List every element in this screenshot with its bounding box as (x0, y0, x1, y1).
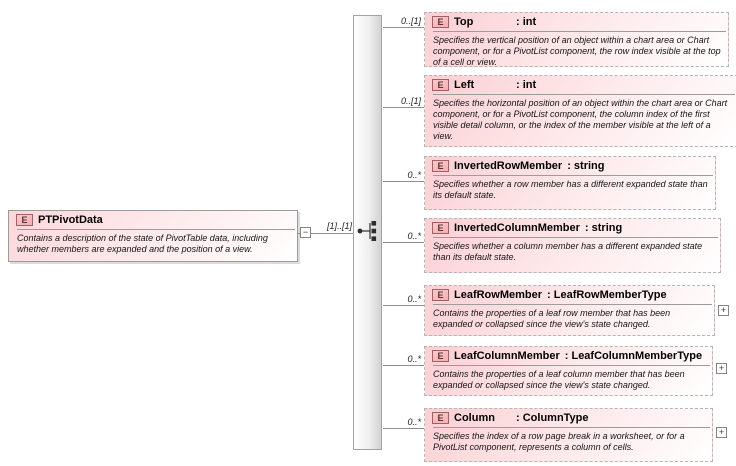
collapse-toggle-icon[interactable]: − (300, 227, 311, 238)
element-description: Contains the properties of a leaf row me… (433, 304, 712, 330)
element-type: : string (567, 160, 605, 172)
root-cardinality-label: [1]..[1] (326, 221, 352, 231)
element-box-leafcolumnmember[interactable]: E LeafColumnMember : LeafColumnMemberTyp… (424, 346, 713, 396)
element-name: LeafRowMember (454, 289, 543, 301)
connector-line (383, 27, 424, 28)
cardinality-label: 0..[1] (400, 16, 421, 26)
cardinality-label: 0..[1] (400, 96, 421, 106)
element-box-column[interactable]: E Column : ColumnType Specifies the inde… (424, 408, 713, 462)
cardinality-label: 0..* (407, 354, 421, 364)
expand-glyph: + (718, 363, 725, 373)
element-type-icon: E (432, 412, 449, 424)
connector-line (383, 365, 424, 366)
element-description: Contains a description of the state of P… (17, 229, 295, 255)
element-type-icon: E (16, 214, 33, 226)
cardinality-label: 0..* (407, 231, 421, 241)
collapse-glyph: − (302, 227, 309, 237)
element-name: InvertedRowMember (454, 160, 563, 172)
element-box-leafrowmember[interactable]: E LeafRowMember : LeafRowMemberType Cont… (424, 285, 715, 336)
element-description: Specifies the horizontal position of an … (433, 94, 735, 142)
element-name: LeafColumnMember (454, 350, 560, 362)
element-type-icon: E (432, 350, 449, 362)
element-type: : ColumnType (516, 412, 589, 424)
element-description: Specifies whether a row member has a dif… (433, 175, 713, 201)
expand-glyph: + (720, 305, 727, 315)
element-type: : LeafRowMemberType (547, 289, 667, 301)
element-type-icon: E (432, 160, 449, 172)
cardinality-label: 0..* (407, 170, 421, 180)
root-element-box[interactable]: E PTPivotData Contains a description of … (8, 210, 298, 262)
element-description: Specifies the index of a row page break … (433, 427, 710, 453)
element-description: Specifies the vertical position of an ob… (433, 31, 726, 66)
element-name: PTPivotData (38, 214, 103, 226)
element-name: InvertedColumnMember (454, 222, 580, 234)
expand-toggle-icon[interactable]: + (718, 305, 729, 316)
connector-line (383, 107, 424, 108)
element-type-icon: E (432, 289, 449, 301)
element-box-left[interactable]: E Left : int Specifies the horizontal po… (424, 75, 736, 147)
element-type: : string (584, 222, 623, 234)
element-name: Left (454, 79, 475, 91)
element-box-invertedcolumnmember[interactable]: E InvertedColumnMember : string Specifie… (424, 218, 721, 273)
element-name: Top (454, 16, 474, 28)
connector-line (383, 305, 424, 306)
cardinality-label: 0..* (407, 417, 421, 427)
sequence-group-bar[interactable] (353, 15, 382, 450)
cardinality-label: 0..* (407, 294, 421, 304)
element-type-icon: E (432, 79, 449, 91)
element-type: : int (516, 79, 537, 91)
expand-toggle-icon[interactable]: + (716, 427, 727, 438)
element-type-icon: E (432, 222, 449, 234)
element-description: Contains the properties of a leaf column… (433, 365, 710, 391)
element-box-invertedrowmember[interactable]: E InvertedRowMember : string Specifies w… (424, 156, 716, 210)
element-box-top[interactable]: E Top : int Specifies the vertical posit… (424, 12, 729, 67)
expand-glyph: + (718, 427, 725, 437)
connector-line (383, 242, 424, 243)
element-type: : int (516, 16, 537, 28)
connector-line (383, 181, 424, 182)
element-name: Column (454, 412, 495, 424)
sequence-compositor-icon (357, 221, 377, 241)
element-description: Specifies whether a column member has a … (433, 237, 718, 263)
element-type-icon: E (432, 16, 449, 28)
connector-line (383, 428, 424, 429)
connector-line (297, 233, 354, 234)
expand-toggle-icon[interactable]: + (716, 363, 727, 374)
element-type: : LeafColumnMemberType (564, 350, 703, 362)
